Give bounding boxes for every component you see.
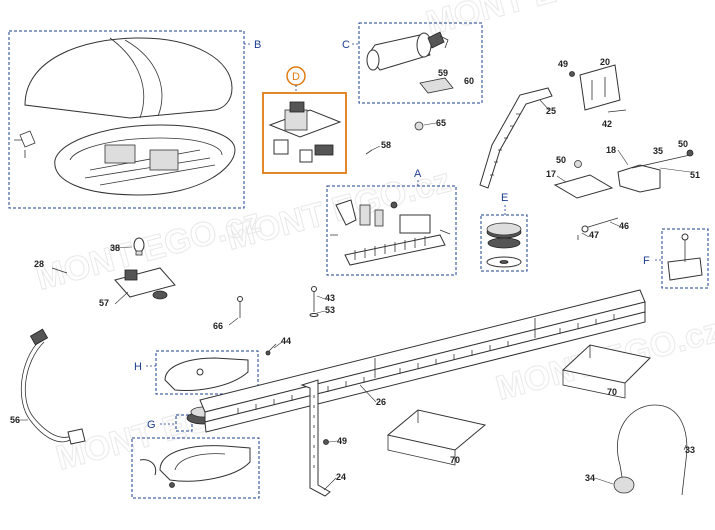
part-label-17: 17 (546, 169, 556, 179)
part-label-24: 24 (336, 472, 346, 482)
part-label-47: 47 (589, 230, 599, 240)
bottom-tray-box (131, 437, 260, 499)
part-label-56: 56 (10, 415, 20, 425)
group-f-box (661, 228, 709, 289)
part-33-34-release-cord (613, 404, 688, 496)
group-label-A: A (414, 168, 422, 180)
part-label-58: 58 (381, 140, 391, 150)
group-label-F: F (643, 255, 650, 267)
part-38-lamp (133, 237, 145, 256)
part-label-18: 18 (606, 145, 616, 155)
part-label-44: 44 (281, 336, 291, 346)
group-label-G: G (147, 419, 156, 431)
part-24-hanger (300, 379, 331, 497)
part-label-35: 35 (653, 146, 663, 156)
part-70-clamp-upper (561, 344, 652, 384)
part-70-clamp-lower (386, 409, 487, 451)
part-label-59: 59 (438, 68, 448, 78)
part-leader-lines (18, 99, 691, 491)
part-label-50a: 50 (556, 155, 566, 165)
part-56-power-cable (20, 328, 86, 445)
group-d-board (262, 66, 347, 174)
part-label-43: 43 (325, 293, 335, 303)
part-label-70a: 70 (607, 387, 617, 397)
group-b-box (8, 30, 245, 209)
part-label-66: 66 (213, 321, 223, 331)
svg-text:MONT EGO.cz: MONT EGO.cz (422, 0, 654, 43)
part-label-49: 49 (558, 59, 568, 69)
part-label-65: 65 (436, 118, 446, 128)
group-labels: A B C D E F G H (134, 39, 650, 431)
cover-top-shell (24, 37, 233, 119)
group-f-bracket (655, 228, 709, 289)
part-20-bracket (579, 64, 621, 111)
part-label-49b: 49 (337, 436, 347, 446)
part-label-20: 20 (600, 57, 610, 67)
part-label-46: 46 (619, 221, 629, 231)
group-label-B: B (254, 39, 261, 51)
group-c-motor (358, 22, 483, 104)
part-57-light-board (114, 267, 176, 298)
part-label-26: 26 (376, 397, 386, 407)
group-label-C: C (342, 39, 350, 51)
part-label-57: 57 (99, 298, 109, 308)
group-h-end-cap (146, 350, 259, 395)
part-18-bracket (617, 164, 661, 193)
part-label-33: 33 (685, 445, 695, 455)
group-a-box (326, 185, 457, 276)
group-label-H: H (134, 361, 142, 373)
group-e-gears (480, 214, 528, 272)
part-label-28: 28 (34, 259, 44, 269)
bottom-left-tray (131, 437, 260, 499)
group-a-carriage (326, 185, 457, 276)
part-label-51: 51 (690, 170, 700, 180)
group-e-box (480, 214, 528, 272)
group-c-box (358, 22, 483, 104)
group-b-cover (8, 30, 245, 209)
group-d-box (262, 92, 347, 174)
part-label-70b: 70 (450, 455, 460, 465)
part-label-53: 53 (325, 305, 335, 315)
group-label-D: D (292, 71, 300, 83)
part-17-plate (553, 174, 614, 199)
part-label-60: 60 (464, 76, 474, 86)
part-label-50b: 50 (678, 139, 688, 149)
part-label-42: 42 (602, 119, 612, 129)
part-25-hanger-bracket (479, 87, 553, 189)
group-g-box (175, 414, 193, 432)
group-label-E: E (501, 192, 508, 204)
group-h-box (155, 350, 259, 395)
part-label-25: 25 (546, 106, 556, 116)
part-number-labels: 49 20 59 60 25 42 65 58 50 18 35 50 51 1… (10, 57, 700, 483)
part-label-34: 34 (585, 473, 595, 483)
